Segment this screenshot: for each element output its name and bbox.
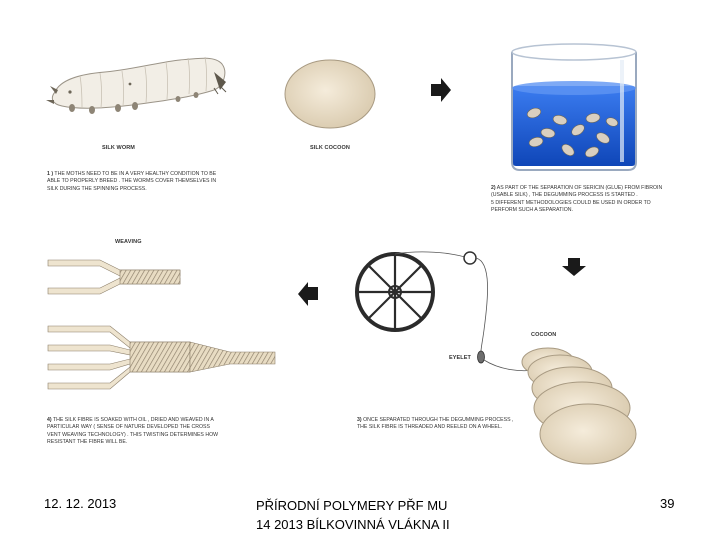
footer-title: PŘÍRODNÍ POLYMERY PŘF MU 14 2013 BÍLKOVI… bbox=[256, 496, 450, 534]
degumming-beaker-illustration bbox=[511, 43, 637, 171]
step3-number: 3) bbox=[357, 417, 362, 423]
cocoon-stack-illustration bbox=[521, 347, 637, 465]
footer-page-number: 39 bbox=[660, 496, 675, 511]
step1-number: 1 ) bbox=[47, 171, 54, 177]
silk-cocoon-illustration bbox=[284, 59, 376, 129]
arrow-left-icon bbox=[298, 282, 318, 306]
step2-text: AS PART OF THE SEPARATION OF SERICIN (GL… bbox=[491, 185, 663, 214]
step2-caption: 2) AS PART OF THE SEPARATION OF SERICIN … bbox=[491, 185, 696, 215]
step3-text: ONCE SEPARATED THROUGH THE DEGUMMING PRO… bbox=[357, 417, 514, 431]
footer-title-line1: PŘÍRODNÍ POLYMERY PŘF MU bbox=[256, 498, 448, 513]
step4-text: THE SILK FIBRE IS SOAKED WITH OIL , DRIE… bbox=[47, 417, 219, 446]
silk-cocoon-label: SILK COCOON bbox=[310, 145, 350, 151]
step2-number: 2) bbox=[491, 185, 496, 191]
eyelet-label: EYELET bbox=[449, 355, 471, 361]
silkworm-label: SILK WORM bbox=[102, 145, 135, 151]
arrow-down-icon bbox=[562, 258, 586, 276]
footer-date: 12. 12. 2013 bbox=[44, 496, 117, 511]
silkworm-illustration bbox=[46, 56, 227, 114]
step3-caption: 3) ONCE SEPARATED THROUGH THE DEGUMMING … bbox=[357, 417, 547, 432]
arrow-right-icon bbox=[431, 78, 451, 102]
footer-title-line2: 14 2013 BÍLKOVINNÁ VLÁKNA II bbox=[256, 517, 450, 532]
cocoon-label: COCOON bbox=[531, 332, 557, 338]
weaving-label: WEAVING bbox=[115, 239, 142, 245]
weaving-illustration bbox=[47, 259, 276, 390]
step1-text: THE MOTHS NEED TO BE IN A VERY HEALTHY C… bbox=[47, 171, 217, 192]
eyelet-illustration bbox=[477, 350, 485, 364]
step1-caption: 1 ) THE MOTHS NEED TO BE IN A VERY HEALT… bbox=[47, 171, 247, 193]
reeling-wheel-illustration bbox=[355, 251, 536, 372]
step4-caption: 4) THE SILK FIBRE IS SOAKED WITH OIL , D… bbox=[47, 417, 257, 447]
step4-number: 4) bbox=[47, 417, 52, 423]
